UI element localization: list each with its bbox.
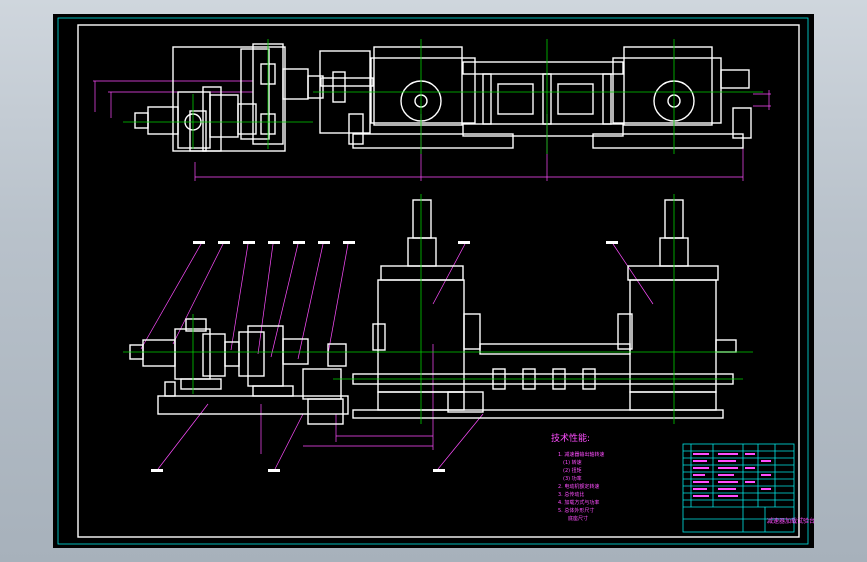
inner-frame (77, 24, 800, 538)
tech-req-line: 4. 加载方式与功率 (558, 499, 599, 506)
tech-req-line: 1. 减速器输出轴转速 (558, 451, 604, 458)
front-view (123, 194, 753, 472)
tech-req-line: 2. 电动机额定转速 (558, 483, 599, 490)
top-view (93, 39, 771, 181)
tech-req-line: 底座尺寸 (568, 515, 588, 522)
drawing-canvas: 技术性能: 1. 减速器输出轴转速 (1) 转速 (2) 扭矩 (3) 功率 2… (57, 17, 814, 545)
tech-req-line: (2) 扭矩 (563, 467, 582, 474)
drawing-title: 减速器加载试验台 (767, 517, 814, 525)
title-block: 减速器加载试验台 (682, 443, 814, 533)
outer-frame (57, 17, 809, 545)
tech-req-line: (1) 转速 (563, 459, 582, 466)
technical-requirements: 技术性能: 1. 减速器输出轴转速 (1) 转速 (2) 扭矩 (3) 功率 2… (551, 432, 604, 522)
tech-req-line: (3) 功率 (563, 475, 582, 482)
tech-req-line: 5. 总体外形尺寸 (558, 507, 594, 514)
tech-req-heading: 技术性能: (551, 432, 590, 444)
drawing-sheet: 技术性能: 1. 减速器输出轴转速 (1) 转速 (2) 扭矩 (3) 功率 2… (53, 14, 814, 548)
tech-req-line: 3. 总传动比 (558, 491, 584, 498)
